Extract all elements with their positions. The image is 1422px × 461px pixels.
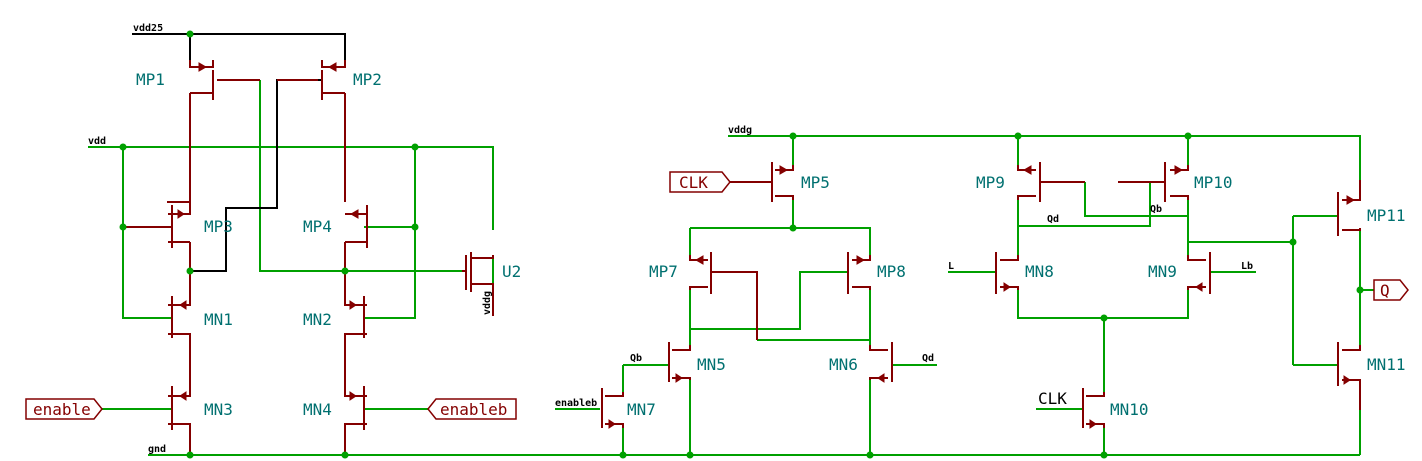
ref-mn2: MN2 bbox=[303, 310, 332, 329]
ref-mn8: MN8 bbox=[1025, 262, 1054, 281]
net-qb-mn5: Qb bbox=[630, 353, 642, 364]
ref-mp10: MP10 bbox=[1194, 173, 1233, 192]
port-enableb-label: enableb bbox=[440, 400, 507, 419]
port-q[interactable]: Q bbox=[1373, 279, 1409, 301]
ref-mp11: MP11 bbox=[1367, 206, 1406, 225]
ref-mp7: MP7 bbox=[649, 262, 678, 281]
net-vdd: vdd bbox=[88, 136, 106, 147]
ref-mn1: MN1 bbox=[204, 310, 233, 329]
label-clk-mn10: CLK bbox=[1038, 389, 1067, 408]
net-vdd25: vdd25 bbox=[133, 23, 163, 34]
port-enable-label: enable bbox=[33, 400, 91, 419]
ref-mn9: MN9 bbox=[1148, 262, 1177, 281]
net-qb-latch: Qb bbox=[1150, 204, 1162, 215]
ref-mn11: MN11 bbox=[1367, 355, 1406, 374]
ref-mn10: MN10 bbox=[1110, 400, 1149, 419]
ref-mp1: MP1 bbox=[136, 70, 165, 89]
port-enableb[interactable]: enableb bbox=[427, 398, 517, 420]
ref-mn5: MN5 bbox=[697, 355, 726, 374]
component-references: MP1 MP2 MP3 MP4 MN1 MN2 MN3 MN4 U2 MP5 M… bbox=[136, 70, 1406, 419]
net-labels: vdd25 vdd vddg gnd Qb enableb Qd Qd Qb L… bbox=[88, 23, 1253, 455]
ref-u2: U2 bbox=[502, 262, 521, 281]
net-qd-latch: Qd bbox=[1047, 214, 1059, 225]
net-enableb-mn7: enableb bbox=[555, 398, 597, 409]
port-q-label: Q bbox=[1380, 281, 1390, 300]
ref-mn6: MN6 bbox=[829, 355, 858, 374]
ref-mp5: MP5 bbox=[801, 173, 830, 192]
devices bbox=[123, 60, 1361, 455]
net-lb: Lb bbox=[1241, 261, 1253, 272]
ref-mp3: MP3 bbox=[204, 217, 233, 236]
port-clk[interactable]: CLK bbox=[669, 171, 731, 193]
net-gnd: gnd bbox=[148, 444, 166, 455]
port-enable[interactable]: enable bbox=[25, 398, 103, 420]
ref-mn3: MN3 bbox=[204, 400, 233, 419]
net-qd-mn6: Qd bbox=[922, 353, 934, 364]
wires bbox=[88, 80, 1374, 456]
ref-mp9: MP9 bbox=[976, 173, 1005, 192]
net-l: L bbox=[948, 261, 954, 272]
ref-mn7: MN7 bbox=[627, 400, 656, 419]
ref-mn4: MN4 bbox=[303, 400, 332, 419]
ref-mp8: MP8 bbox=[877, 262, 906, 281]
junctions bbox=[119, 30, 1364, 459]
ref-mp4: MP4 bbox=[303, 217, 332, 236]
port-clk-label: CLK bbox=[679, 173, 708, 192]
net-vddg: vddg bbox=[728, 125, 752, 136]
net-vddg-u2: vddg bbox=[482, 291, 493, 315]
ref-mp2: MP2 bbox=[353, 70, 382, 89]
